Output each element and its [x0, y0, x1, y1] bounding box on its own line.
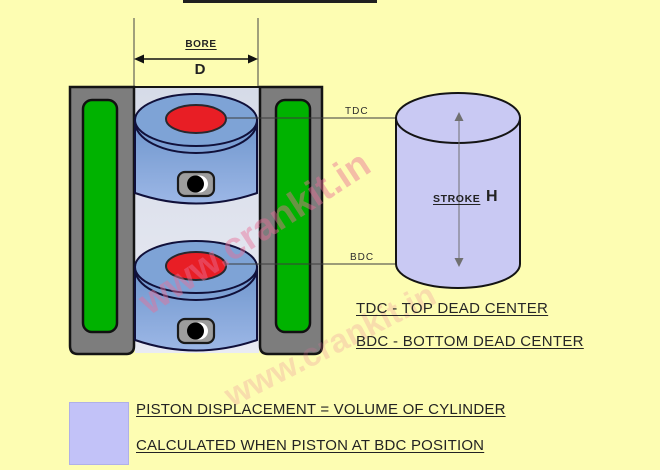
bore-extension-lines: [133, 18, 259, 87]
piston-pin: [187, 175, 204, 193]
bore-label: BORE: [185, 39, 217, 50]
piston-crown-arc: [134, 121, 258, 154]
footer-line-2: CALCULATED WHEN PISTON AT BDC POSITION: [136, 437, 485, 454]
piston-pin: [187, 322, 204, 340]
bore-dimension-label: D: [194, 61, 206, 78]
piston-at-bdc: [134, 240, 258, 352]
cropped-header-bar: [183, 0, 377, 3]
stroke-label: STROKE: [433, 193, 481, 205]
legend-bdc-definition: BDC - BOTTOM DEAD CENTER: [356, 333, 584, 350]
cylinder-volume-swatch: [69, 402, 129, 465]
bore-arrowhead-right: [248, 54, 258, 64]
legend-tdc-definition: TDC - TOP DEAD CENTER: [356, 300, 549, 317]
piston-crown-arc: [134, 268, 258, 301]
coolant-jacket-left: [81, 98, 119, 334]
stroke-arrowhead-top: [454, 112, 464, 121]
stroke-arrowhead-bottom: [454, 258, 464, 267]
stroke-dimension-label: H: [486, 188, 498, 205]
coolant-jacket-right: [274, 98, 312, 334]
tdc-marker-label: TDC: [345, 106, 369, 117]
combustion-area: [165, 251, 227, 281]
volume-cylinder-body: [395, 117, 521, 289]
footer-line-1: PISTON DISPLACEMENT = VOLUME OF CYLINDER: [136, 401, 506, 418]
piston-at-tdc: [134, 93, 258, 205]
bore-arrowhead-left: [134, 54, 144, 64]
combustion-area: [165, 104, 227, 134]
bdc-marker-label: BDC: [350, 252, 375, 263]
